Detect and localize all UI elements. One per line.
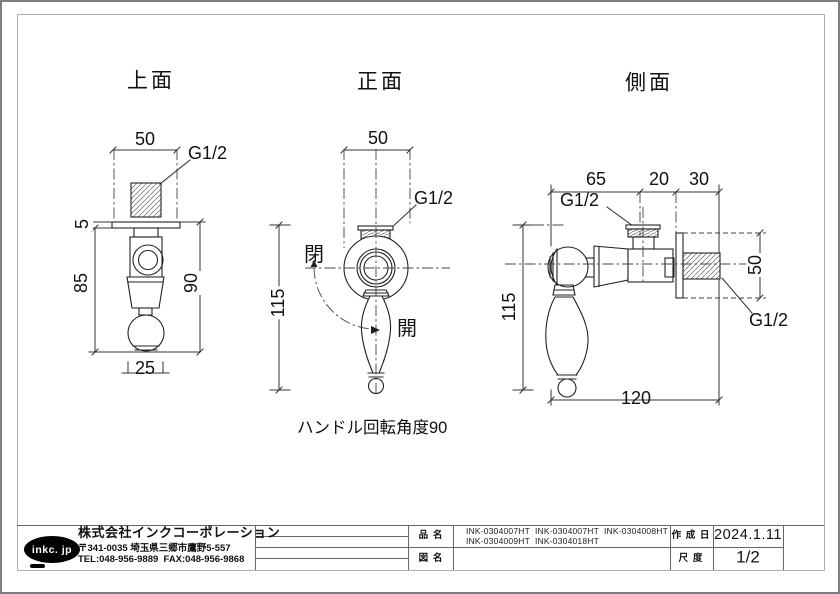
company-tel-fax: TEL:048-956-9889 FAX:048-956-9868 (78, 554, 245, 565)
part-numbers-line2: INK-0304009HT INK-0304018HT (466, 536, 600, 546)
part-numbers-line1: INK-0304007HT INK-0304007HT INK-0304008H… (466, 526, 669, 536)
company-name: 株式会社インクコーポレーション (78, 525, 281, 540)
top-view-drawing (84, 146, 206, 374)
scale-value: 1/2 (736, 547, 760, 567)
top-thread-leader-line (159, 159, 191, 185)
revision-row-line (255, 536, 408, 537)
company-address: 〒341-0035 埼玉県三郷市鷹野5-557 (78, 543, 231, 554)
close-label: 閉 (304, 244, 324, 266)
side-top-thread-leader-line (606, 206, 634, 227)
date-value: 2024.1.11 (714, 527, 782, 544)
side-view-title: 側面 (625, 71, 673, 95)
side-wall-flange (675, 232, 684, 299)
side-view-drawing (505, 184, 766, 406)
rotation-arc (313, 267, 373, 330)
front-view-title: 正面 (357, 70, 405, 94)
top-view-title: 上面 (127, 69, 175, 93)
front-thread-leader-line (389, 204, 417, 230)
drawing-frame (17, 14, 825, 571)
side-dim-seg1: 65 (585, 169, 607, 190)
title-block-line (783, 525, 784, 570)
side-inlet-thread (682, 252, 721, 280)
side-dim-seg3: 30 (688, 169, 710, 190)
front-view-drawing (269, 146, 450, 395)
side-handle-joint (547, 246, 589, 288)
logo-text: inkc. jp (31, 543, 73, 556)
part-name-label: 品 名 (418, 529, 444, 541)
front-dim-width: 50 (367, 128, 389, 149)
drawing-name-label: 図 名 (418, 552, 444, 564)
top-handle-knob (127, 314, 165, 352)
side-thread-label-top: G1/2 (560, 190, 600, 210)
side-dim-seg2: 20 (648, 169, 670, 190)
top-dim-body: 85 (71, 270, 92, 296)
front-dim-height: 115 (268, 286, 289, 320)
front-thread-label: G1/2 (414, 188, 454, 208)
top-dim-overall: 90 (181, 270, 202, 296)
open-label: 開 (397, 318, 417, 340)
title-block-top-line (17, 525, 824, 526)
side-handle (545, 296, 589, 376)
top-flange (111, 221, 181, 229)
side-thread-label-bottom: G1/2 (749, 310, 789, 330)
company-logo: inkc. jp (24, 536, 80, 563)
top-dim-handle: 25 (134, 358, 156, 379)
side-dim-height: 115 (499, 290, 520, 324)
side-bottom-thread-leader-line (721, 277, 753, 314)
date-label: 作 成 日 (671, 529, 711, 541)
scale-label: 尺 度 (678, 552, 704, 564)
open-direction-arrow (371, 326, 380, 334)
top-dim-width: 50 (134, 129, 156, 150)
top-outlet-port (132, 244, 164, 276)
close-direction-arrow (310, 260, 318, 267)
rotation-note: ハンドル回転角度90 (297, 419, 448, 437)
top-thread-label: G1/2 (188, 143, 228, 163)
top-inlet-thread (130, 182, 162, 218)
title-block-line (255, 547, 783, 548)
revision-row-line (255, 558, 408, 559)
side-dim-total: 120 (620, 388, 652, 409)
top-dim-flange: 5 (72, 216, 93, 232)
side-dim-thread: 50 (745, 252, 766, 278)
logo-underline (30, 564, 45, 568)
